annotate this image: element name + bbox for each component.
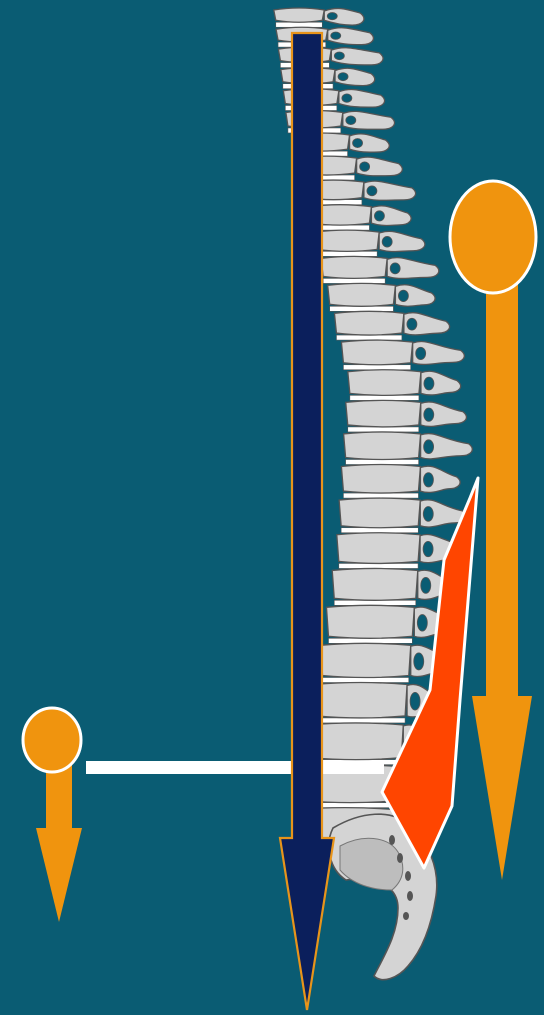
intervertebral-disc bbox=[339, 563, 418, 568]
intervertebral-disc bbox=[330, 306, 394, 311]
trunk-weight-arrow-head bbox=[472, 696, 532, 880]
vertebral-body bbox=[274, 8, 325, 22]
intervertebral-foramen bbox=[346, 116, 356, 125]
intervertebral-foramen bbox=[423, 541, 433, 556]
intervertebral-disc bbox=[334, 600, 416, 605]
intervertebral-foramen bbox=[360, 162, 370, 171]
vertebral-body bbox=[344, 432, 421, 460]
vertebral-body bbox=[315, 230, 379, 251]
vertebral-body bbox=[341, 340, 412, 365]
intervertebral-foramen bbox=[424, 377, 434, 390]
intervertebral-disc bbox=[346, 459, 419, 464]
intervertebral-foramen bbox=[410, 692, 420, 710]
hand-weight-circle bbox=[23, 708, 81, 772]
intervertebral-foramen bbox=[424, 440, 434, 454]
vertebral-body bbox=[334, 311, 403, 335]
vertebral-body bbox=[314, 683, 407, 718]
trunk-weight-circle bbox=[450, 181, 536, 293]
trunk-weight-arrow-shaft bbox=[486, 282, 518, 698]
intervertebral-disc bbox=[323, 678, 409, 683]
intervertebral-foramen bbox=[417, 615, 427, 632]
vertebral-body bbox=[341, 464, 420, 493]
intervertebral-foramen bbox=[382, 236, 392, 247]
moment-arm-bar bbox=[86, 761, 384, 774]
intervertebral-foramen bbox=[423, 473, 433, 487]
vertebral-body bbox=[346, 400, 421, 427]
intervertebral-foramen bbox=[338, 73, 348, 81]
intervertebral-foramen bbox=[421, 577, 431, 593]
vertebral-body bbox=[321, 256, 387, 278]
hand-weight-arrow-head bbox=[36, 828, 82, 922]
vertebral-body bbox=[339, 498, 420, 528]
intervertebral-foramen bbox=[423, 506, 433, 521]
intervertebral-foramen bbox=[416, 347, 426, 359]
intervertebral-foramen bbox=[334, 52, 344, 60]
intervertebral-disc bbox=[343, 493, 418, 498]
intervertebral-foramen bbox=[353, 139, 363, 148]
intervertebral-disc bbox=[350, 395, 419, 400]
intervertebral-disc bbox=[328, 638, 412, 643]
intervertebral-foramen bbox=[331, 32, 341, 39]
intervertebral-disc bbox=[343, 365, 410, 370]
intervertebral-disc bbox=[323, 278, 385, 283]
intervertebral-disc bbox=[341, 528, 418, 533]
intervertebral-disc bbox=[316, 718, 405, 723]
intervertebral-foramen bbox=[424, 408, 434, 421]
vertebral-body bbox=[332, 568, 418, 600]
vertebral-body bbox=[321, 643, 411, 677]
hand-weight bbox=[23, 708, 82, 922]
intervertebral-foramen bbox=[342, 94, 352, 102]
intervertebral-disc bbox=[336, 335, 401, 340]
intervertebral-foramen bbox=[367, 186, 377, 196]
intervertebral-disc bbox=[317, 251, 377, 256]
intervertebral-disc bbox=[276, 22, 323, 27]
intervertebral-foramen bbox=[414, 653, 424, 670]
vertebral-body bbox=[348, 370, 421, 396]
intervertebral-foramen bbox=[398, 290, 408, 301]
intervertebral-foramen bbox=[407, 318, 417, 330]
vertebral-body bbox=[326, 605, 414, 638]
vertebral-body bbox=[337, 533, 420, 564]
intervertebral-foramen bbox=[374, 211, 384, 221]
intervertebral-foramen bbox=[390, 263, 400, 274]
intervertebral-foramen bbox=[327, 13, 337, 20]
vertebral-body bbox=[328, 283, 396, 306]
intervertebral-disc bbox=[348, 427, 419, 432]
